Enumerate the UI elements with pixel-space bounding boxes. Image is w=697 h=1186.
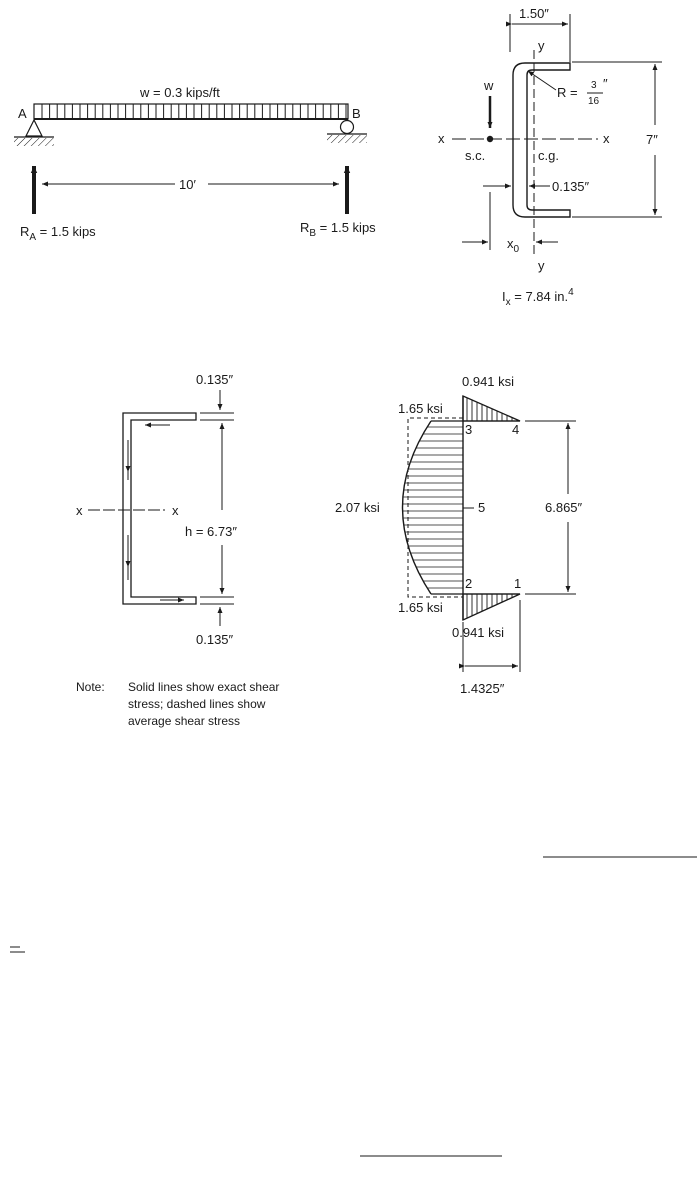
depth-label: 7″ [646, 132, 658, 147]
reaction-b-label: RB = 1.5 kips [300, 220, 376, 239]
top-thickness-label: 0.135″ [196, 372, 234, 387]
bottom-thickness-label: 0.135″ [196, 632, 234, 647]
width-label: 1.4325″ [460, 681, 505, 696]
top-flange-stress-label: 0.941 ksi [462, 374, 514, 389]
pin-support-a [26, 120, 42, 136]
beam-diagram: w = 0.3 kips/ft A B 10′ RA = 1.5 kips RB… [14, 85, 376, 243]
roller-support-b [341, 121, 354, 134]
web-max-stress-label: 2.07 ksi [335, 500, 380, 515]
flange-width-label: 1.50″ [519, 6, 549, 21]
note-line-2: stress; dashed lines show [128, 697, 266, 711]
channel-outline-thin [123, 413, 196, 604]
h-label: h = 6.73″ [185, 524, 237, 539]
web-thickness-label: 0.135″ [552, 179, 590, 194]
shear-flow-section: x x 0.135″ h = 6.73″ 0.135″ Note: Solid … [76, 372, 279, 728]
centroid-label: c.g. [538, 148, 559, 163]
end-b-label: B [352, 106, 361, 121]
span-label: 10′ [179, 177, 196, 192]
point-5-label: 5 [478, 500, 485, 515]
point-1-label: 1 [514, 576, 521, 591]
shear-center-label: s.c. [465, 148, 485, 163]
radius-label: R = [557, 85, 578, 100]
radius-denominator: 16 [588, 96, 600, 107]
radius-numerator: 3 [591, 80, 597, 91]
x-axis-flow-label-right: x [172, 503, 179, 518]
reaction-a-label: RA = 1.5 kips [20, 224, 96, 243]
x-axis-label-right: x [603, 131, 610, 146]
web-stress-parabola [403, 421, 432, 594]
radius-leader [528, 71, 556, 90]
ground-hatch-a [14, 138, 54, 146]
note-line-3: average shear stress [128, 714, 240, 728]
point-4-label: 4 [512, 422, 519, 437]
load-ticks [42, 104, 346, 119]
average-shear-dashed [408, 418, 463, 597]
note-title: Note: [76, 680, 105, 694]
x-axis-label-left: x [438, 131, 445, 146]
radius-unit: ″ [603, 76, 608, 91]
web-bottom-stress-label: 1.65 ksi [398, 600, 443, 615]
ground-hatch-b [327, 135, 367, 143]
web-top-stress-label: 1.65 ksi [398, 401, 443, 416]
note-line-1: Solid lines show exact shear [128, 680, 279, 694]
xo-label: x0 [507, 236, 520, 255]
end-a-label: A [18, 106, 27, 121]
shear-stress-distribution: 0.941 ksi 0.941 ksi 1.65 ksi 1.65 ksi 2.… [335, 374, 583, 696]
y-axis-label-top: y [538, 38, 545, 53]
web-stress-hatch [403, 427, 464, 588]
y-axis-label-bottom: y [538, 258, 545, 273]
moment-of-inertia-label: Ix = 7.84 in.4 [502, 287, 574, 308]
x-axis-flow-label-left: x [76, 503, 83, 518]
load-w-label: w [483, 78, 494, 93]
height-label: 6.865″ [545, 500, 583, 515]
channel-cross-section: 1.50″ y y x x w s.c. c.g. R = 3 16 ″ 7″ [438, 6, 662, 308]
load-label: w = 0.3 kips/ft [139, 85, 220, 100]
shear-center-dot [487, 136, 493, 142]
bottom-flange-stress-label: 0.941 ksi [452, 625, 504, 640]
point-2-label: 2 [465, 576, 472, 591]
point-3-label: 3 [465, 422, 472, 437]
